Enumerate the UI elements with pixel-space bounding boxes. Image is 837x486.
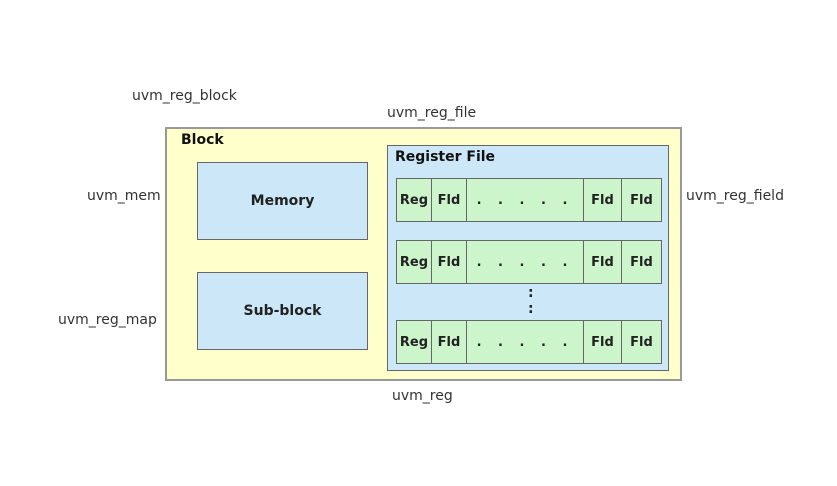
register-row: Reg Fld . . . . . Fld Fld <box>396 178 662 222</box>
field-cell: Fld <box>584 241 622 283</box>
field-cell: Fld <box>432 321 467 363</box>
field-cell: Fld <box>622 321 661 363</box>
vertical-ellipsis: : <box>528 301 534 317</box>
field-cell: Fld <box>432 179 467 221</box>
uvm-mem-label: uvm_mem <box>87 188 161 204</box>
uvm-reg-file-label: uvm_reg_file <box>387 105 477 121</box>
block-container: Block Memory Sub-block Register File Reg… <box>165 127 682 381</box>
ellipsis-cell: . . . . . <box>467 321 584 363</box>
vertical-ellipsis: : <box>528 285 534 301</box>
field-cell: Fld <box>622 241 661 283</box>
reg-cell: Reg <box>397 241 432 283</box>
reg-cell: Reg <box>397 179 432 221</box>
field-cell: Fld <box>584 321 622 363</box>
ellipsis-cell: . . . . . <box>467 179 584 221</box>
uvm-reg-label: uvm_reg <box>392 388 453 404</box>
sub-block-label: Sub-block <box>243 303 322 319</box>
ellipsis-cell: . . . . . <box>467 241 584 283</box>
field-cell: Fld <box>622 179 661 221</box>
register-row: Reg Fld . . . . . Fld Fld <box>396 240 662 284</box>
block-title: Block <box>181 132 224 148</box>
sub-block-box: Sub-block <box>197 272 368 350</box>
memory-box: Memory <box>197 162 368 240</box>
register-row: Reg Fld . . . . . Fld Fld <box>396 320 662 364</box>
field-cell: Fld <box>584 179 622 221</box>
uvm-reg-block-label: uvm_reg_block <box>132 88 237 104</box>
register-file-box: Register File Reg Fld . . . . . Fld Fld … <box>387 145 669 371</box>
field-cell: Fld <box>432 241 467 283</box>
uvm-reg-map-label: uvm_reg_map <box>58 312 157 328</box>
register-file-title: Register File <box>395 149 496 165</box>
memory-label: Memory <box>250 193 315 209</box>
uvm-reg-field-label: uvm_reg_field <box>686 188 784 204</box>
reg-cell: Reg <box>397 321 432 363</box>
